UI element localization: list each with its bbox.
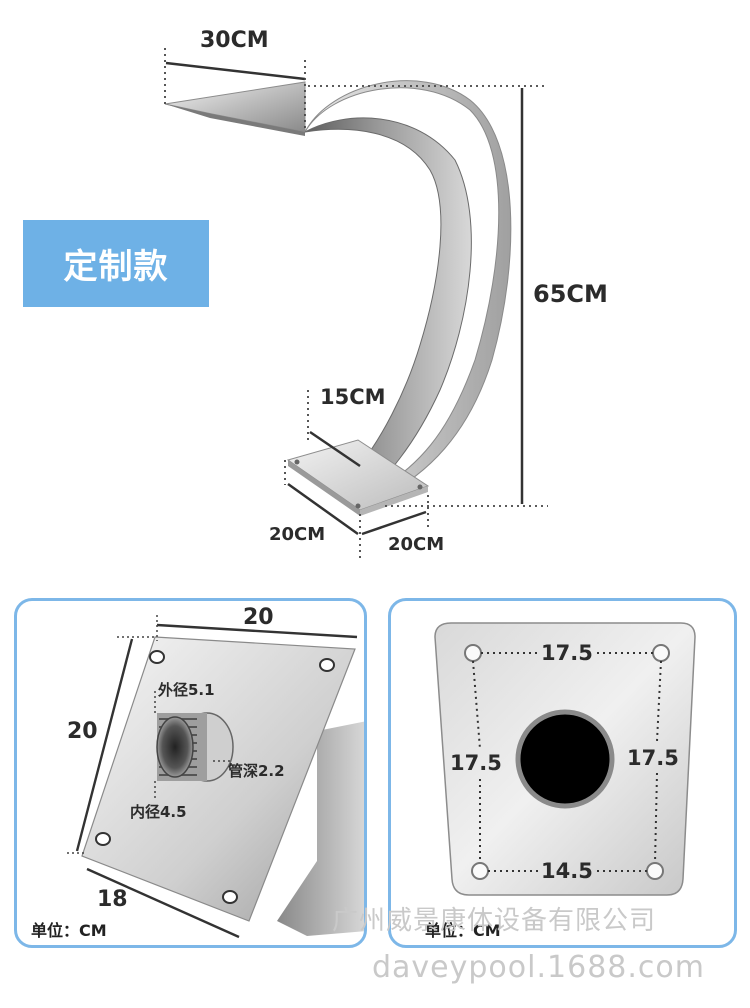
site-watermark: daveypool.1688.com [372,950,705,985]
unit-label-right: 单位：CM [425,921,501,940]
dimension-height: 65CM [533,280,608,308]
base-top-span-label: 17.5 [541,641,593,665]
waterfall-product-illustration [164,48,548,560]
unit-label-left: 单位：CM [31,921,107,940]
base-bottom-span-label: 14.5 [541,859,593,883]
flange-plate-illustration [67,615,364,939]
flange-bottom-label: 18 [97,887,128,912]
custom-badge: 定制款 [23,220,209,307]
dimension-base-right: 20CM [388,534,445,555]
company-watermark: 广州威景康体设备有限公司 [332,906,657,936]
base-left-span-label: 17.5 [450,751,502,775]
base-plate-illustration [434,622,696,896]
pipe-depth-label: 管深2.2 [228,762,285,780]
dimension-base-left: 20CM [269,524,326,545]
dimension-top-width: 30CM [200,28,269,53]
base-plate-detail-panel: 17.5 17.5 17.5 14.5 单位：CM [388,598,737,948]
base-right-span-label: 17.5 [627,746,679,770]
flange-detail-panel: 20 20 18 外径5.1 管深2.2 内径4.5 单位：CM [14,598,367,948]
inner-diameter-label: 内径4.5 [130,803,187,821]
dimension-bottom-width: 15CM [320,385,386,409]
flange-height-label: 20 [67,719,98,744]
outer-diameter-label: 外径5.1 [158,681,215,699]
flange-width-label: 20 [243,605,274,630]
